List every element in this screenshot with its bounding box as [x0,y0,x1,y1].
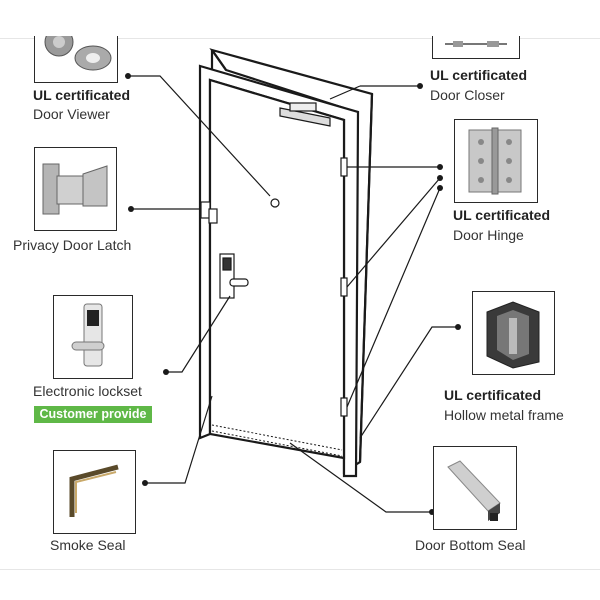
frame-certification: UL certificated [444,387,541,403]
door-viewer-icon [44,27,112,71]
hinge-icon [468,127,522,195]
door-leaf [198,64,360,478]
bottom-seal-thumbnail [433,446,517,530]
door-viewer-certification: UL certificated [33,87,130,103]
lockset-label: Electronic lockset [33,383,142,399]
door-viewer-label: Door Viewer [33,106,110,122]
smoke-seal-label: Smoke Seal [50,537,126,553]
frame-icon [486,301,540,369]
door-closer-certification: UL certificated [430,67,527,83]
bottom-divider [0,569,600,570]
latch-icon [42,163,108,215]
frame-label: Hollow metal frame [444,407,564,423]
bottom-seal-label: Door Bottom Seal [415,537,526,553]
door-viewer-thumbnail [34,27,118,83]
door-closer-hardware [279,102,331,127]
lockset-icon [71,303,105,367]
bottom-seal-icon [447,460,501,521]
privacy-latch-thumbnail [34,147,117,231]
leader-lines [128,75,458,513]
lockset-thumbnail [53,295,133,379]
privacy-latch-label: Privacy Door Latch [13,237,132,253]
lockset-hardware [219,253,249,299]
door-closer-icon [445,41,507,47]
door-viewer-hole [270,198,280,208]
smoke-seal-icon [69,464,119,517]
privacy-latch-hardware [200,201,218,224]
leader-dots [125,73,461,515]
smoke-seal-thumbnail [53,450,136,534]
door-hinge-certification: UL certificated [453,207,550,223]
frame-thumbnail [472,291,555,375]
customer-provide-badge: Customer provide [34,406,152,423]
door-closer-thumbnail [432,36,520,59]
top-divider [0,38,600,39]
door-hinge-thumbnail [454,119,538,203]
door-closer-label: Door Closer [430,87,505,103]
door-hinge-label: Door Hinge [453,227,524,243]
